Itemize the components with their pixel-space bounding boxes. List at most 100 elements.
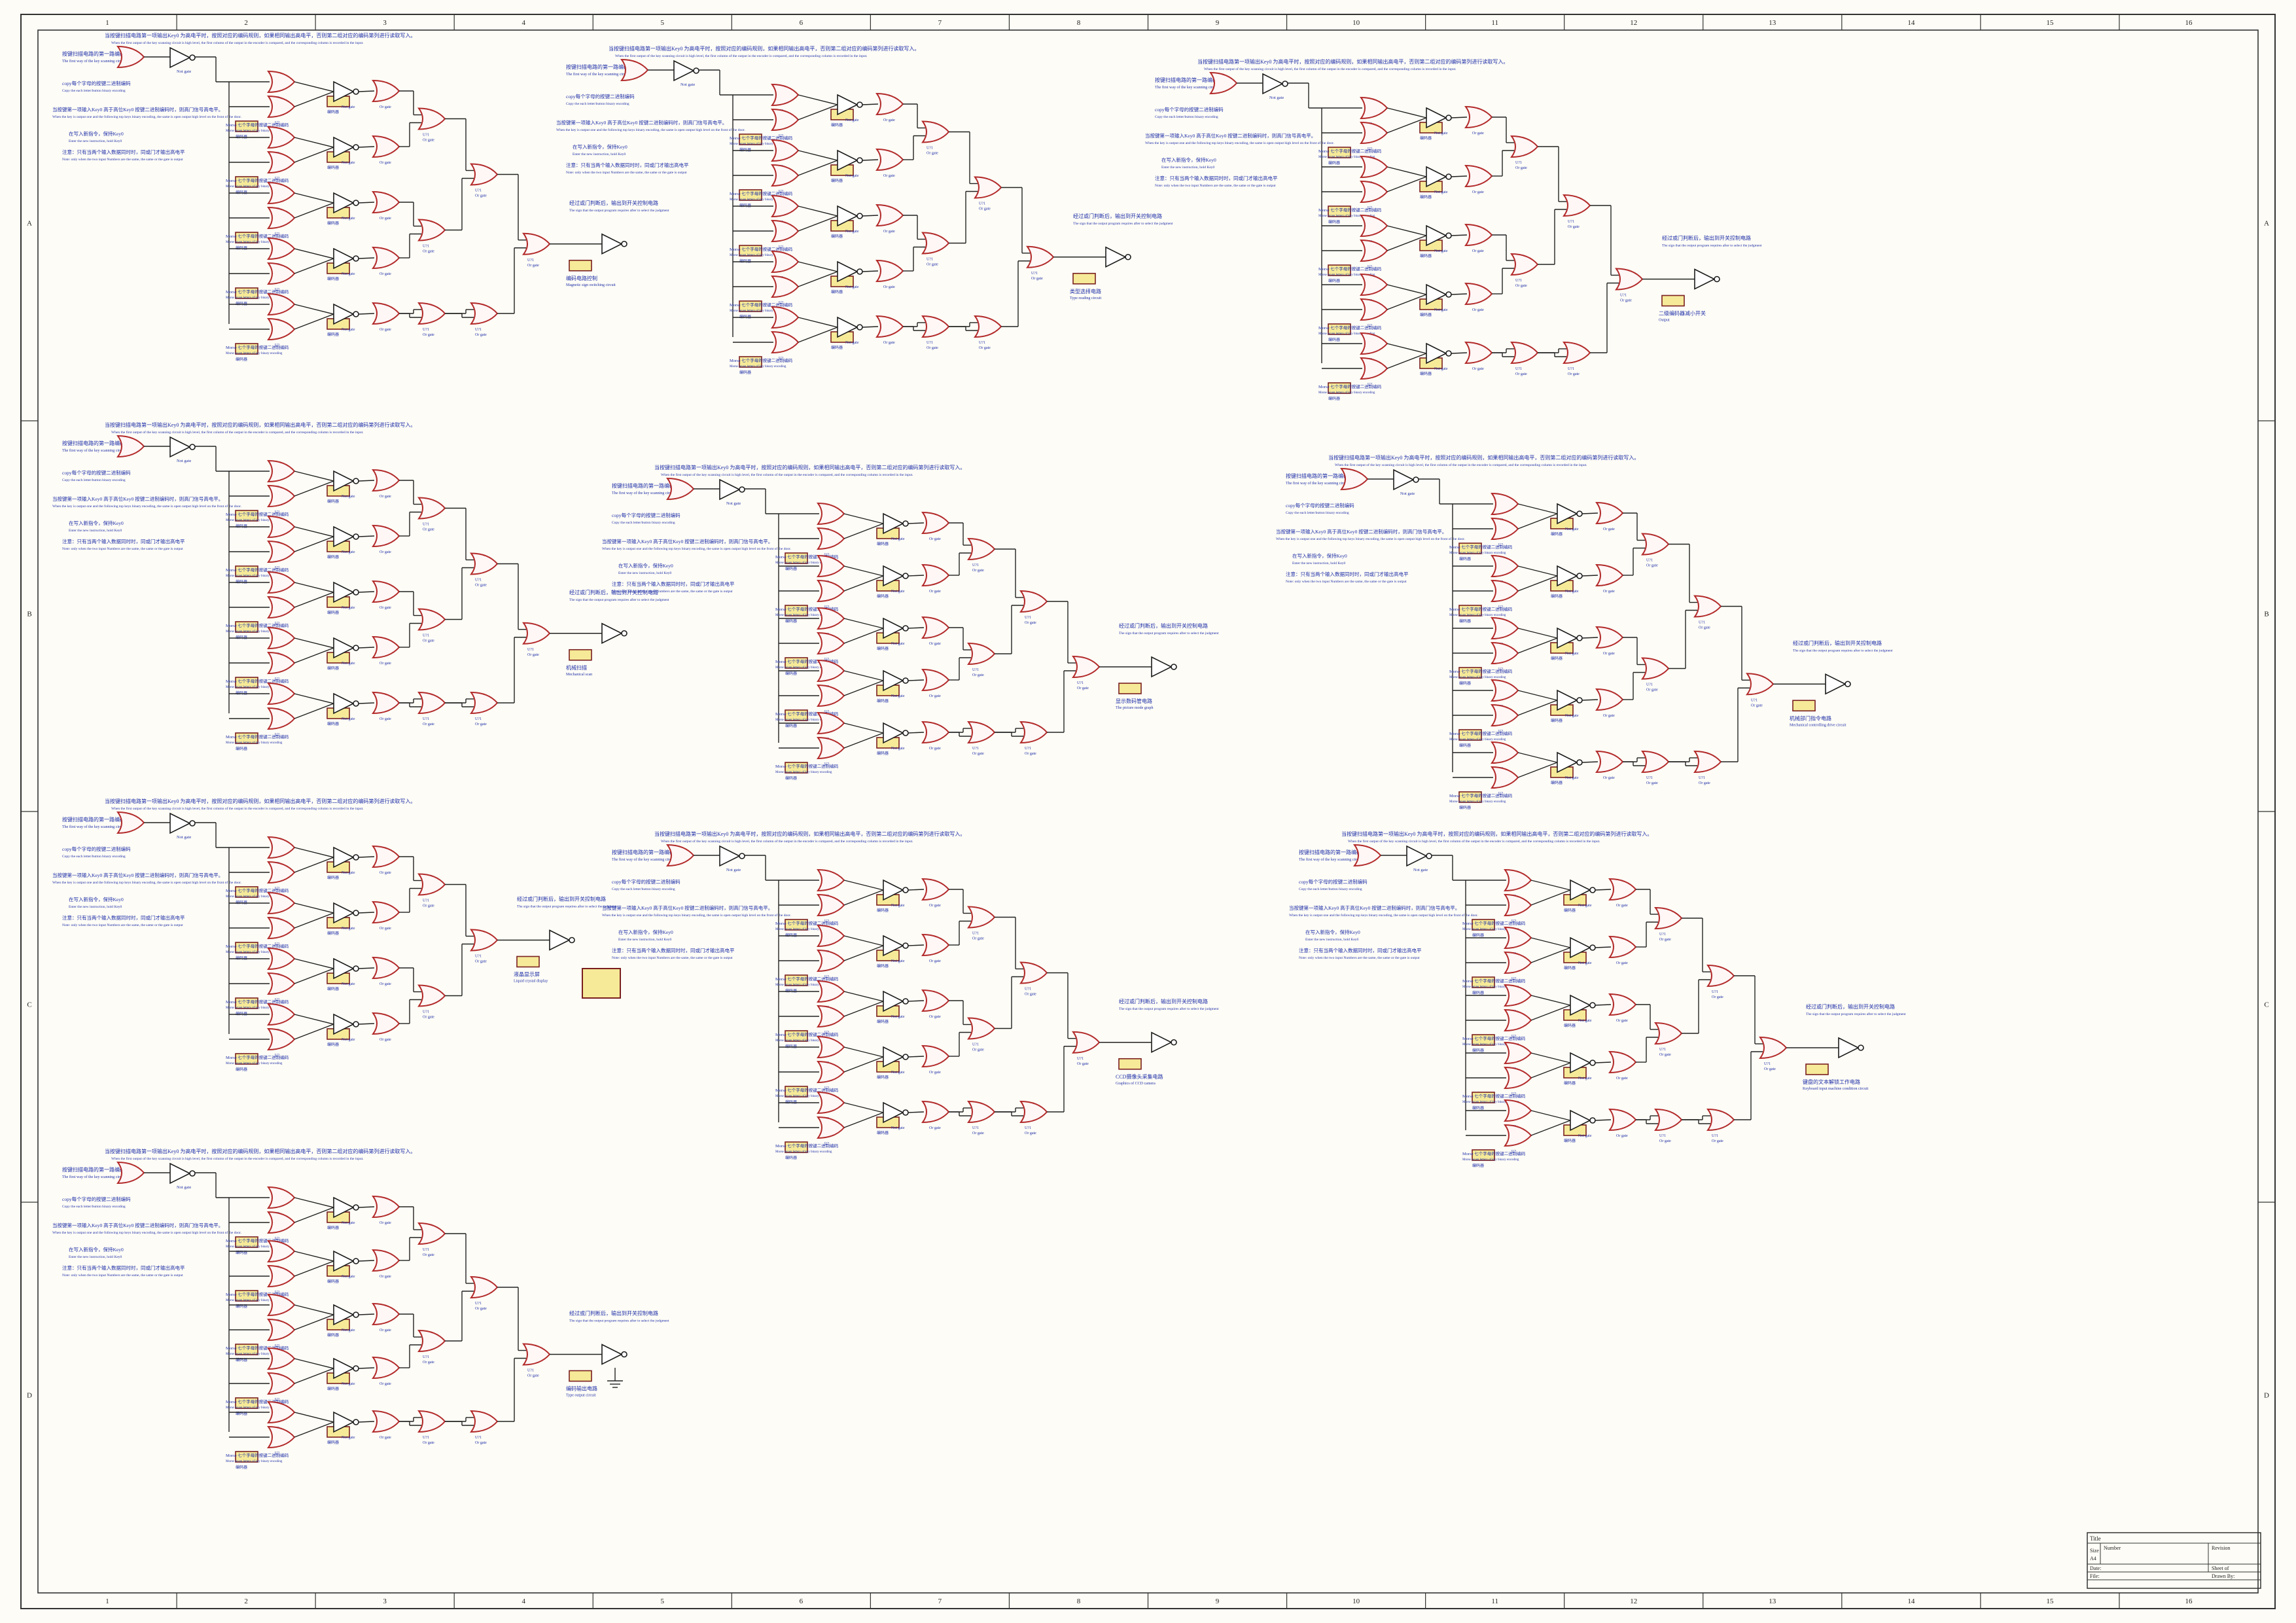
or-gate: [922, 1101, 949, 1123]
part-ref: U?1: [423, 523, 429, 527]
part-label: 编码器: [327, 1042, 339, 1047]
part-label: Or gate: [1603, 590, 1615, 594]
column-number-top: 11: [1491, 19, 1498, 27]
wire: [358, 480, 375, 482]
or-gate: [771, 251, 799, 273]
part-ref: U?: [1498, 792, 1503, 796]
part-label: Or gate: [380, 871, 391, 875]
part-label: 编码器: [785, 776, 797, 781]
or-gate: [268, 972, 295, 995]
annotation-first-key-cn: 按键扫描电路的第一路编码: [1286, 473, 1349, 479]
or-gate: [1694, 751, 1722, 773]
wire: [1517, 752, 1558, 763]
annotation-pattern-cn: Morse 七个字母的按键二进制编码: [775, 920, 839, 926]
not-gate: [1825, 673, 1851, 695]
part-label: Not gate: [1434, 190, 1448, 194]
block-output-cn: CCD摄像头采集电路: [1116, 1073, 1163, 1080]
annotation-copy-en: Copy the each letter/button binary encod…: [1286, 511, 1349, 515]
annotation-copy-en: Copy the each letter/button binary encod…: [1155, 115, 1218, 119]
annotation-control-cn: 经过或门判断后，输出到开关控制电路: [1119, 622, 1208, 629]
wire: [358, 1313, 375, 1315]
annotation-pattern-cn: Morse 七个字母的按键二进制编码: [226, 1291, 289, 1297]
or-gate: [1465, 165, 1492, 187]
or-gate: [974, 315, 1002, 338]
wire: [862, 270, 879, 272]
annotation-intro-en: When the first output of the key scannin…: [1348, 839, 1600, 844]
part-label: 编码器: [1459, 681, 1471, 686]
block-output-en: Liquid crystal display: [514, 980, 548, 984]
or-gate: [1609, 993, 1636, 1016]
row-letter-right: A: [2264, 220, 2269, 228]
or-gate: [817, 1116, 845, 1139]
or-gate: [470, 163, 498, 186]
annotation-first-key-cn: 按键扫描电路的第一路编码: [612, 482, 675, 489]
column-number-bottom: 9: [1216, 1597, 1220, 1605]
or-gate: [817, 1092, 845, 1114]
part-label: Or gate: [423, 904, 434, 908]
block-output-en: Type output circuit: [566, 1394, 596, 1398]
or-gate: [372, 1012, 400, 1035]
part-label: 编码器: [1472, 1105, 1484, 1111]
not-gate: [719, 846, 745, 866]
or-gate: [268, 1240, 295, 1262]
or-gate: [1563, 342, 1591, 364]
annotation-copy-cn: copy每个字母的按键二进制编码: [612, 878, 680, 885]
or-gate: [470, 1276, 498, 1298]
output-module: [1118, 683, 1142, 694]
part-label: Or gate: [1659, 938, 1671, 942]
or-gate: [1491, 704, 1519, 726]
wire: [358, 535, 375, 537]
wire: [294, 526, 334, 537]
or-gate: [470, 1410, 498, 1433]
annotation-copy-cn: copy每个字母的按键二进制编码: [612, 512, 680, 518]
or-gate: [470, 302, 498, 325]
block-output-en: Type reading circuit: [1070, 296, 1102, 300]
or-gate: [1360, 274, 1388, 296]
or-gate: [1020, 721, 1048, 743]
annotation-copy-cn: copy每个字母的按键二进制编码: [1299, 878, 1368, 885]
or-gate: [372, 80, 400, 102]
part-ref: U?: [779, 357, 783, 361]
part-label: Or gate: [1603, 652, 1615, 656]
wire: [798, 150, 838, 161]
part-label: Or gate: [380, 328, 391, 332]
annotation-rewrite-cn: 当按键第一项输入Key0 高于高位Key0 按键二进制编码时，则高门信号高电平。: [556, 119, 727, 126]
part-ref: U?1: [1712, 1134, 1718, 1138]
part-label: Or gate: [423, 1361, 434, 1364]
part-label: Or gate: [1616, 961, 1628, 965]
revision-label: Revision: [2212, 1545, 2230, 1551]
part-label: Or gate: [1603, 714, 1615, 718]
part-label: 编码器: [327, 721, 339, 726]
part-label: Or gate: [1025, 621, 1036, 625]
part-ref: U?: [275, 1054, 279, 1058]
wire: [843, 935, 884, 946]
part-ref: U?: [275, 677, 279, 681]
or-gate: [1360, 181, 1388, 203]
annotation-copy-en: Copy the each letter/button binary encod…: [62, 478, 126, 482]
part-ref: U?1: [1077, 681, 1084, 685]
part-label: 编码器: [831, 122, 843, 128]
part-label: Not gate: [342, 1329, 355, 1332]
or-gate: [968, 721, 995, 743]
block-output-en: Mechanical controlling drive circuit: [1790, 723, 1846, 727]
part-ref: U?1: [927, 341, 933, 345]
wire: [843, 889, 884, 906]
annotation-enter-en: Enter the new instruction, hold Key0: [1305, 938, 1359, 942]
part-ref: U?: [275, 510, 279, 514]
or-gate: [1465, 342, 1492, 364]
part-label: 编码器: [1472, 1048, 1484, 1053]
or-gate: [268, 516, 295, 538]
part-ref: U?1: [475, 189, 482, 193]
annotation-rewrite-en: When the key is output one and the follo…: [1289, 913, 1478, 918]
or-gate: [817, 1061, 845, 1083]
wire: [294, 647, 334, 664]
or-gate: [1609, 878, 1636, 901]
part-label: Or gate: [1025, 993, 1036, 997]
part-label: Or gate: [927, 346, 938, 350]
annotation-pattern-cn: Morse 七个字母的按键二进制编码: [1318, 383, 1382, 389]
part-label: Or gate: [423, 639, 434, 643]
part-label: 编码器: [327, 109, 339, 115]
wire: [1581, 575, 1598, 577]
annotation-pattern-en: Morse seven letters of key binary encodi…: [1449, 552, 1506, 555]
